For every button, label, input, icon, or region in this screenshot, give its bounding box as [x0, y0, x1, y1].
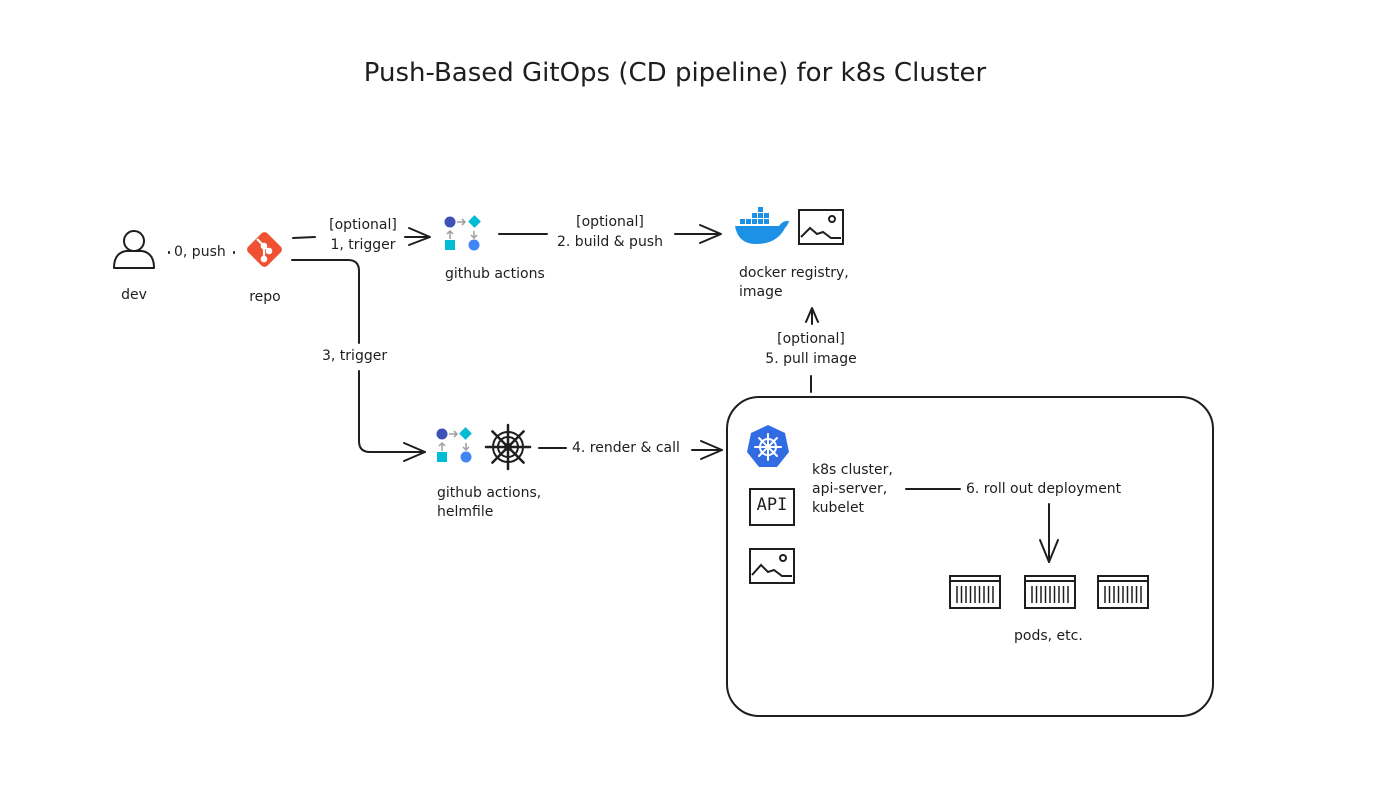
kubernetes-icon[interactable] — [747, 425, 789, 467]
helm-wheel-icon[interactable] — [484, 423, 532, 471]
helmfile-label-line2: helmfile — [437, 504, 494, 520]
git-icon[interactable] — [245, 230, 283, 268]
docker-icon[interactable] — [735, 207, 789, 244]
image-icon-cluster[interactable] — [749, 548, 795, 584]
edge-0-label: 0, push — [174, 244, 226, 260]
helmfile-label-line1: github actions, — [437, 485, 542, 501]
edge-2-arrow[interactable] — [498, 224, 722, 244]
edge-lines — [168, 224, 1059, 563]
edge-2-label-line1: [optional] — [576, 214, 644, 230]
edge-5-label-line2: 5. pull image — [765, 351, 857, 367]
cluster-label-line2: api-server, — [812, 481, 888, 497]
edge-1-label-line2: 1, trigger — [330, 237, 396, 253]
edge-3-label: 3, trigger — [322, 348, 388, 364]
edge-1-label-line1: [optional] — [329, 217, 397, 233]
github-actions-label: github actions — [445, 266, 545, 282]
edge-2-label-line2: 2. build & push — [557, 234, 663, 250]
pod-icons — [949, 575, 1149, 609]
edge-4-label: 4. render & call — [572, 440, 680, 456]
repo-label: repo — [249, 289, 281, 305]
edge-3-arrow[interactable] — [291, 259, 426, 462]
container-icon[interactable] — [949, 575, 1001, 609]
edge-5-label-line1: [optional] — [777, 331, 845, 347]
edge-6-label: 6. roll out deployment — [966, 481, 1122, 497]
api-icon[interactable] — [749, 488, 795, 526]
github-actions-icon[interactable] — [444, 215, 481, 251]
edge-4-arrow[interactable] — [538, 440, 723, 460]
diagram-title: Push-Based GitOps (CD pipeline) for k8s … — [363, 58, 987, 88]
container-icon[interactable] — [1097, 575, 1149, 609]
cluster-label-line1: k8s cluster, — [812, 462, 893, 478]
registry-label-line2: image — [739, 284, 783, 300]
container-icon[interactable] — [1024, 575, 1076, 609]
github-actions-icon-helmfile[interactable] — [436, 427, 472, 463]
person-icon[interactable] — [113, 230, 155, 269]
edge-5-arrow[interactable] — [805, 307, 819, 393]
api-label: API — [756, 495, 788, 515]
pods-label: pods, etc. — [1014, 628, 1083, 644]
edge-6-arrow[interactable] — [905, 488, 1059, 563]
image-icon[interactable] — [798, 209, 844, 245]
k8s-cluster-frame[interactable] — [726, 396, 1214, 717]
edge-1-arrow[interactable] — [292, 227, 431, 246]
registry-label-line1: docker registry, — [739, 265, 849, 281]
cluster-label-line3: kubelet — [812, 500, 865, 516]
dev-label: dev — [121, 287, 147, 303]
